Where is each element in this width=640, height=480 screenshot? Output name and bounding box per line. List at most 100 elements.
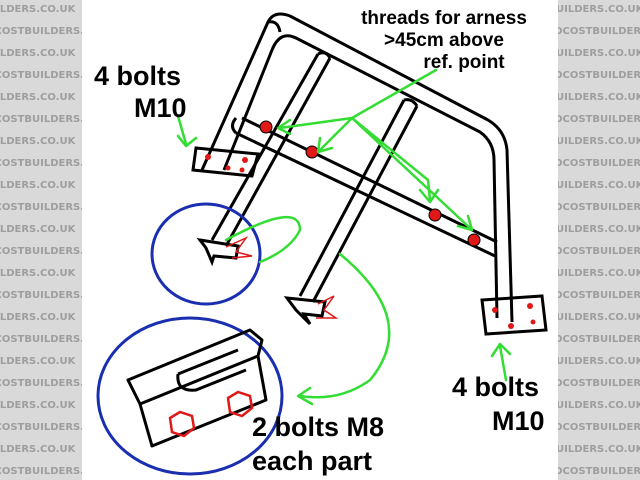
bolt-dot [242,157,248,163]
detail-highlight-circle [150,202,262,306]
bolt-dot [239,167,245,173]
right-bolts-line-1: 4 bolts [452,372,540,402]
annotation-arrows [176,68,512,406]
watermark-text: LOCOSTBUILDERS.CO.UK [0,290,82,301]
watermark-text: LOCOSTBUILDERS.CO.UK [0,158,82,169]
watermark-text: LOCOSTBUILDERS.CO.UK [558,378,640,389]
thread-nut [428,208,442,222]
watermark-text: LOCOSTBUILDERS.CO.UK [0,444,76,455]
watermark-text: LOCOSTBUILDERS.CO.UK [0,26,82,37]
bolt-dot [527,303,533,309]
left-bolts-line-2: M10 [134,93,187,123]
watermark-text: LOCOSTBUILDERS.CO.UK [558,114,640,125]
arrow-detail-link [224,215,302,264]
left-stay-foot [196,237,240,267]
arrow-thread-4 [350,116,474,232]
watermark-text: LOCOSTBUILDERS.CO.UK [0,378,82,389]
m8-bolt-hex [226,390,254,418]
right-stay-tube [298,98,419,303]
watermark-text: LOCOSTBUILDERS.CO.UK [558,312,640,323]
watermark-text: LOCOSTBUILDERS.CO.UK [558,70,640,81]
watermark-strip-right: LOCOSTBUILDERS.CO.UK LOCOSTBUILDERS.CO.UK… [558,0,640,480]
watermark-text: LOCOSTBUILDERS.CO.UK [558,4,640,15]
watermark-text: LOCOSTBUILDERS.CO.UK [0,400,76,411]
bolt-dot [225,165,231,171]
watermark-text: LOCOSTBUILDERS.CO.UK [558,136,640,147]
watermark-text: LOCOSTBUILDERS.CO.UK [0,356,76,367]
watermark-text: LOCOSTBUILDERS.CO.UK [0,334,82,345]
watermark-text: LOCOSTBUILDERS.CO.UK [558,202,640,213]
right-bolts-annotation: 4 bolts M10 [452,370,545,438]
threads-line-1: threads for arness [361,8,527,29]
magnified-bolts [168,390,254,438]
watermark-text: LOCOSTBUILDERS.CO.UK [558,246,640,257]
watermark-text: LOCOSTBUILDERS.CO.UK [558,444,640,455]
arrow-thread-2 [316,116,354,154]
bolt-dot [492,307,498,313]
m8-line-2: each part [252,446,373,476]
watermark-text: LOCOSTBUILDERS.CO.UK [558,224,640,235]
m8-bolt-hex [168,410,196,438]
watermark-text: LOCOSTBUILDERS.CO.UK [558,268,640,279]
watermark-text: LOCOSTBUILDERS.CO.UK [0,114,82,125]
threads-line-3: ref. point [423,52,505,73]
watermark-text: LOCOSTBUILDERS.CO.UK [558,48,640,59]
watermark-text: LOCOSTBUILDERS.CO.UK [0,246,82,257]
left-foot-marker [225,236,253,259]
bolt-dot [508,323,514,329]
watermark-text: LOCOSTBUILDERS.CO.UK [0,312,76,323]
threads-line-2: >45cm above [384,30,504,51]
detail-magnified-circle [96,316,284,476]
main-hoop-inner [222,34,499,319]
watermark-text: LOCOSTBUILDERS.CO.UK [0,466,82,477]
watermark-text: LOCOSTBUILDERS.CO.UK [558,334,640,345]
watermark-text: LOCOSTBUILDERS.CO.UK [0,224,76,235]
watermark-text: LOCOSTBUILDERS.CO.UK [0,92,76,103]
right-base-plate [480,294,548,336]
thread-nut [259,120,273,134]
bolt-dot [205,154,211,160]
arrow-m8-link [296,252,391,406]
arrow-left-plate [176,114,198,148]
watermark-text: LOCOSTBUILDERS.CO.UK [558,422,640,433]
watermark-text: LOCOSTBUILDERS.CO.UK [558,26,640,37]
watermark-text: LOCOSTBUILDERS.CO.UK [558,158,640,169]
watermark-text: LOCOSTBUILDERS.CO.UK [0,70,82,81]
main-hoop [200,12,514,323]
watermark-text: LOCOSTBUILDERS.CO.UK [558,92,640,103]
watermark-text: LOCOSTBUILDERS.CO.UK [0,48,76,59]
right-foot-marker [316,295,339,319]
left-bolts-annotation: 4 bolts M10 [94,60,187,124]
watermark-text: LOCOSTBUILDERS.CO.UK [558,400,640,411]
watermark-text: LOCOSTBUILDERS.CO.UK [558,466,640,477]
watermark-strip-left: LOCOSTBUILDERS.CO.UK LOCOSTBUILDERS.CO.UK… [0,0,82,480]
left-plate-bolts [205,154,248,173]
main-hoop-cap [267,20,282,33]
watermark-text: LOCOSTBUILDERS.CO.UK [0,4,76,15]
harness-threads [259,120,481,247]
arrow-thread-1 [276,116,354,136]
watermark-text: LOCOSTBUILDERS.CO.UK [558,180,640,191]
watermark-text: LOCOSTBUILDERS.CO.UK [0,202,82,213]
m8-bolts-annotation: 2 bolts M8 each part [252,410,384,478]
bolt-dot [530,319,536,325]
arrow-threads-trunk [350,68,438,120]
watermark-text: LOCOSTBUILDERS.CO.UK [558,290,640,301]
left-base-plate [191,146,260,178]
watermark-text: LOCOSTBUILDERS.CO.UK [0,422,82,433]
left-bolts-line-1: 4 bolts [94,61,182,91]
thread-nut [467,233,481,247]
watermark-text: LOCOSTBUILDERS.CO.UK [558,356,640,367]
watermark-text: LOCOSTBUILDERS.CO.UK [0,136,76,147]
watermark-text: LOCOSTBUILDERS.CO.UK [0,180,76,191]
right-stay-foot [283,296,327,326]
harness-crossbar [231,116,498,258]
right-bolts-line-2: M10 [492,406,545,436]
watermark-text: LOCOSTBUILDERS.CO.UK [0,268,76,279]
thread-nut [305,145,319,159]
right-plate-bolts [492,303,536,329]
threads-annotation: threads for arness >45cm above ref. poin… [344,8,544,74]
arrow-right-plate [490,342,512,382]
